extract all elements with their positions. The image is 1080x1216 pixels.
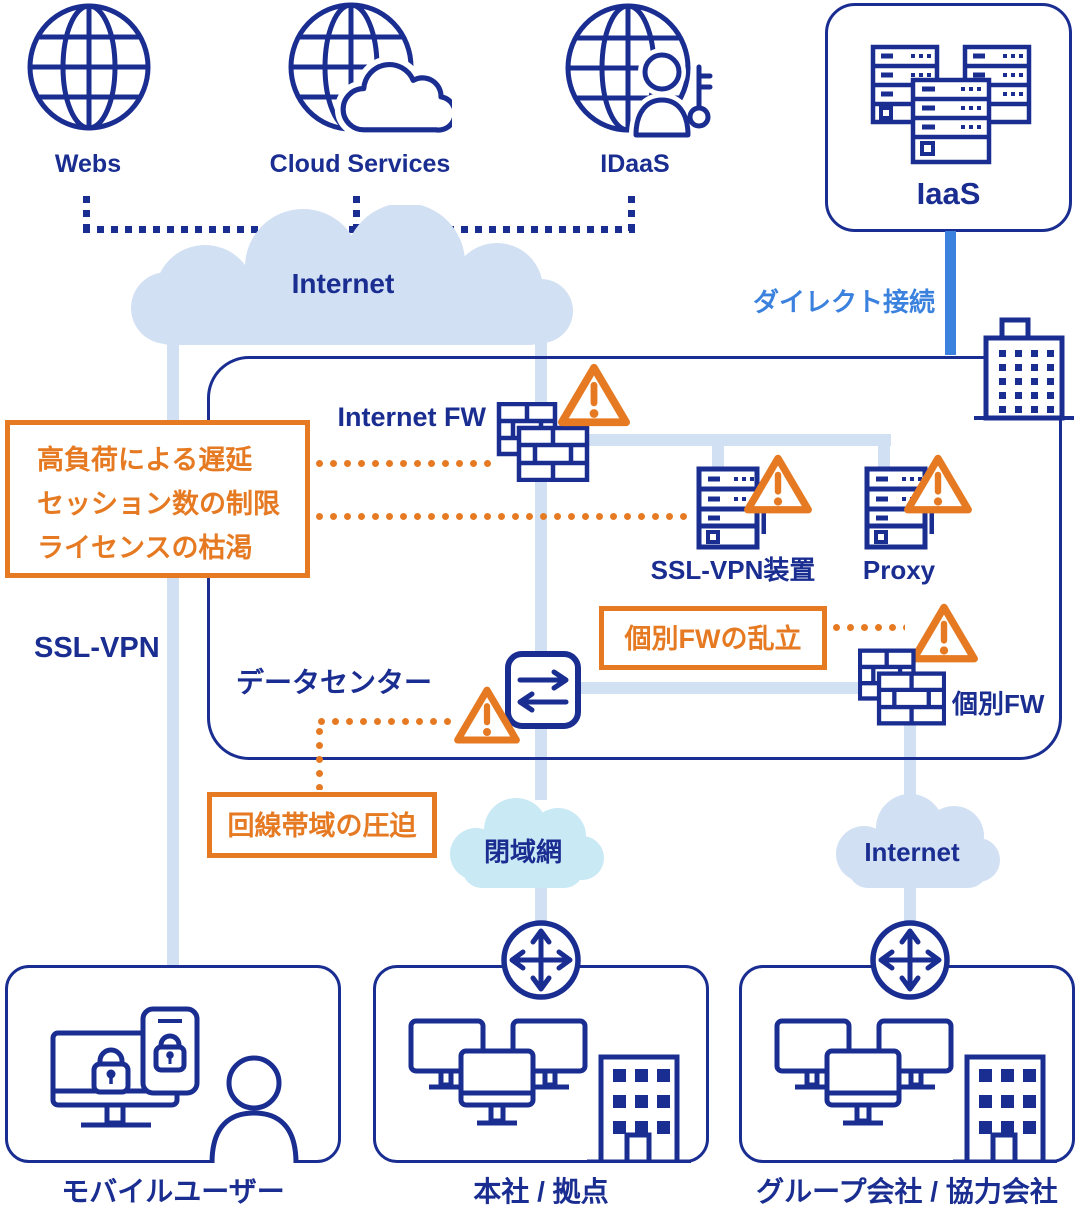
- internet-cloud: [131, 205, 573, 345]
- switch-to-fw-line: [580, 682, 906, 694]
- building-icon: [587, 1054, 691, 1163]
- sslvpn-drop-line: [712, 440, 724, 472]
- router-icon: [870, 920, 950, 1000]
- monitors-icon: [408, 1018, 588, 1126]
- iaas-label: IaaS: [916, 176, 981, 211]
- switch-icon: [505, 651, 581, 729]
- cloud-services-label: Cloud Services: [269, 150, 451, 178]
- fw-issue-line-3: ライセンスの枯渇: [37, 533, 253, 563]
- proxy-label: Proxy: [862, 555, 936, 585]
- internet-fw-label: Internet FW: [337, 402, 487, 432]
- person-icon: [209, 1055, 299, 1163]
- person-key-icon: [629, 48, 715, 142]
- warning-icon: [904, 454, 972, 514]
- lock-icon: [91, 1047, 131, 1095]
- idaas-label: IDaaS: [600, 150, 670, 178]
- direct-connection-line: [945, 231, 956, 355]
- office-devices-icon: [408, 1018, 691, 1163]
- globe-icon: [27, 3, 151, 131]
- warning-icon: [910, 603, 978, 663]
- cloud-overlay-icon: [334, 56, 452, 139]
- internet-bottom-cloud: [836, 794, 1000, 888]
- globe-cloud-icon: [288, 2, 452, 139]
- closed-network-cloud: [450, 798, 604, 888]
- warning-icon: [454, 686, 520, 744]
- fw-issue-callout: 高負荷による遅延 セッション数の制限 ライセンスの枯渇: [5, 420, 310, 578]
- webs-label: Webs: [54, 150, 122, 178]
- fw-issue-line-1: 高負荷による遅延: [37, 445, 253, 475]
- issue-dotted-link-kobetsu: [833, 624, 905, 631]
- office-devices-icon: [774, 1018, 1057, 1163]
- kobetsu-fw-down-line: [904, 720, 916, 800]
- ssl-vpn-label: SSL-VPN: [34, 632, 160, 664]
- issue-dotted-link-fw: [316, 460, 492, 467]
- datacenter-label: データセンター: [235, 667, 432, 698]
- internet-bottom-cloud-label: Internet: [864, 837, 960, 867]
- issue-dotted-link-sslvpn: [316, 513, 688, 520]
- kobetsu-firewall-icon: [858, 648, 946, 726]
- firewall-icon: [496, 402, 590, 482]
- issue-dotted-link-bandwidth-v: [316, 728, 323, 790]
- mobile-user-label: モバイルユーザー: [61, 1176, 285, 1207]
- building-icon: [974, 317, 1074, 421]
- smartphone-lock-icon: [140, 1006, 200, 1096]
- router-icon: [501, 920, 581, 1000]
- servers-icon: [870, 44, 1032, 165]
- ssl-vpn-device-label: SSL-VPN装置: [650, 555, 816, 585]
- mobile-user-icon: [50, 1006, 299, 1163]
- issue-dotted-link-bandwidth-h: [318, 718, 452, 725]
- internet-cloud-label: Internet: [291, 268, 395, 299]
- monitors-icon: [774, 1018, 954, 1126]
- proxy-drop-line: [878, 440, 890, 472]
- group-company-label: グループ会社 / 協力会社: [756, 1176, 1058, 1207]
- warning-icon: [558, 363, 630, 427]
- kobetsu-fw-label: 個別FW: [952, 689, 1045, 719]
- bandwidth-issue-callout: 回線帯域の圧迫: [207, 792, 437, 858]
- closed-network-cloud-label: 閉域網: [483, 837, 562, 867]
- kobetsu-fw-issue-callout: 個別FWの乱立: [599, 606, 827, 670]
- fw-issue-line-2: セッション数の制限: [37, 489, 280, 519]
- idaas-dotted-link: [628, 196, 635, 236]
- warning-icon: [744, 454, 812, 514]
- globe-identity-icon: [565, 3, 715, 142]
- building-icon: [953, 1054, 1057, 1163]
- headquarters-label: 本社 / 拠点: [473, 1176, 609, 1207]
- direct-connection-label: ダイレクト接続: [752, 287, 935, 317]
- webs-dotted-link: [83, 196, 90, 236]
- cloud-services-dotted-link: [353, 196, 360, 240]
